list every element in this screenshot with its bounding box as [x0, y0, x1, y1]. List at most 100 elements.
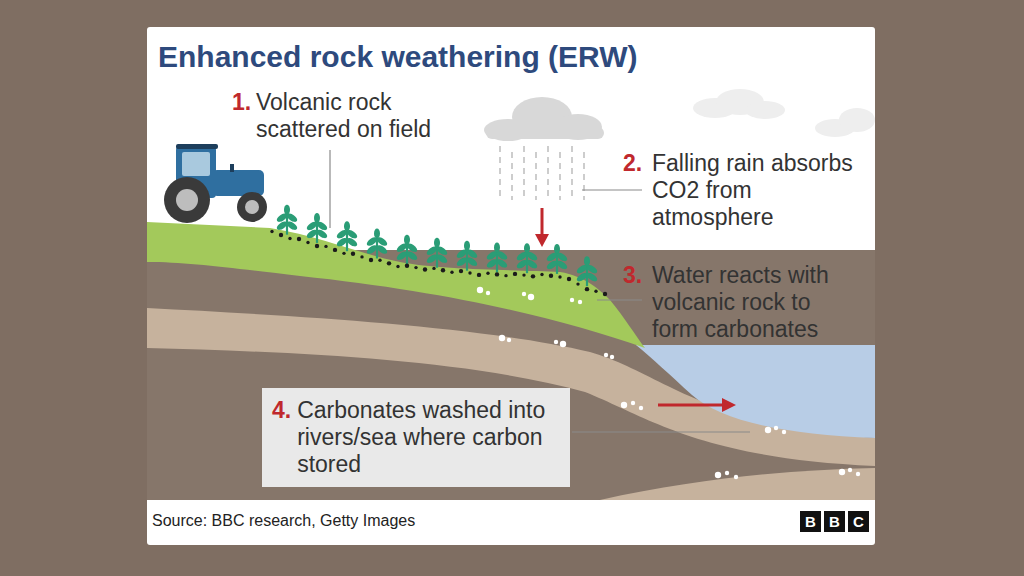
- carbonate-grain: [477, 287, 483, 293]
- callout-number: 4.: [272, 397, 291, 424]
- logo-letter: B: [805, 514, 816, 529]
- rock-grain: [369, 258, 373, 262]
- rock-grain: [333, 248, 337, 252]
- rock-grain: [594, 290, 597, 293]
- rock-grain: [531, 274, 535, 278]
- rock-grain: [423, 267, 427, 271]
- carbonate-grain: [839, 469, 845, 475]
- carbonate-grain: [765, 427, 771, 433]
- carbonate-grain: [856, 472, 860, 476]
- rock-grain: [522, 273, 525, 276]
- rock-grain: [477, 273, 481, 277]
- crop-plant: [515, 243, 538, 273]
- rock-grain: [315, 244, 319, 248]
- crop-plant: [335, 221, 358, 251]
- sea-water: [636, 345, 875, 438]
- title: Enhanced rock weathering (ERW): [158, 40, 638, 74]
- card: [147, 27, 875, 545]
- carbonate-grain: [554, 340, 558, 344]
- crop-plant: [305, 213, 328, 243]
- crop-plant: [485, 242, 508, 272]
- carbonate-grain: [782, 430, 786, 434]
- rock-grain: [450, 271, 453, 274]
- rock-grain: [486, 272, 489, 275]
- carbonate-grain: [631, 401, 635, 405]
- crop-plant: [575, 256, 598, 286]
- callout-number: 2.: [623, 150, 642, 177]
- carbonate-grain: [578, 300, 582, 304]
- rock-grain: [351, 252, 355, 256]
- carbonate-grain: [621, 402, 627, 408]
- rock-grain: [396, 265, 399, 268]
- rock-grain: [558, 275, 561, 278]
- crop-plant: [275, 205, 298, 235]
- rain-drop: [583, 152, 585, 200]
- rock-grain: [279, 233, 283, 237]
- crop-plant: [425, 238, 448, 268]
- rock-grain: [432, 267, 435, 270]
- callout-number: 1.: [232, 89, 251, 116]
- carbonate-grain: [725, 471, 729, 475]
- rock-grain: [513, 272, 517, 276]
- rock-grain: [387, 261, 391, 265]
- rock-grain: [360, 255, 363, 258]
- volcanic-rock: [270, 230, 607, 296]
- crop-plant: [545, 244, 568, 274]
- rain-drop: [511, 152, 513, 200]
- rock-grain: [342, 252, 345, 255]
- rock-grain: [567, 277, 571, 281]
- rock-grain: [603, 292, 607, 296]
- rock-grain: [378, 259, 381, 262]
- rock-grain: [576, 282, 579, 285]
- field: [147, 222, 645, 348]
- carbonate-grain: [774, 426, 778, 430]
- carbonate-grain: [604, 353, 608, 357]
- rock-grain: [441, 268, 445, 272]
- rain-drop: [523, 146, 525, 200]
- carbonate-grain: [486, 291, 490, 295]
- rain-drop: [535, 152, 537, 200]
- logo-letter: B: [829, 514, 840, 529]
- rock-grain: [324, 245, 327, 248]
- logo-letter: C: [853, 514, 864, 529]
- rain-drop: [499, 146, 501, 200]
- logo-block: C: [848, 511, 869, 532]
- rock-grain: [540, 273, 543, 276]
- tractor: [164, 144, 267, 223]
- callout-text: Falling rain absorbs CO2 from atmosphere: [652, 150, 864, 231]
- carbonate-grain: [560, 341, 566, 347]
- rain-drop: [571, 146, 573, 200]
- rock-grain: [504, 274, 507, 277]
- logo-block: B: [824, 511, 845, 532]
- crop-plant: [365, 228, 388, 258]
- seabed-layer: [600, 468, 875, 500]
- crop-plants: [275, 205, 598, 286]
- rain: [500, 146, 584, 200]
- rock-grain: [306, 241, 309, 244]
- rock-grain: [405, 264, 409, 268]
- callout-text: Water reacts with volcanic rock to form …: [652, 262, 844, 343]
- logo-block: B: [800, 511, 821, 532]
- rain-cloud: [484, 97, 604, 141]
- rain-drop: [559, 152, 561, 200]
- rock-grain: [459, 269, 463, 273]
- rock-grain: [495, 272, 499, 276]
- callout-box: 4.Carbonates washed into rivers/sea wher…: [262, 388, 570, 487]
- rock-grain: [288, 237, 291, 240]
- callout-number: 3.: [623, 262, 642, 289]
- carbonate-grain: [848, 468, 852, 472]
- light-clouds: [693, 89, 875, 137]
- source-caption: Source: BBC research, Getty Images: [152, 512, 415, 530]
- callout-text: Carbonates washed into rivers/sea where …: [297, 397, 559, 478]
- carbonate-grain: [639, 406, 643, 410]
- carbonate-grain: [499, 335, 505, 341]
- carbonate-grain: [528, 294, 534, 300]
- carbonate-grain: [570, 298, 574, 302]
- rain-drop: [547, 146, 549, 200]
- rock-grain: [270, 230, 273, 233]
- carbonate-grain: [610, 355, 614, 359]
- carbonate-grain: [507, 338, 511, 342]
